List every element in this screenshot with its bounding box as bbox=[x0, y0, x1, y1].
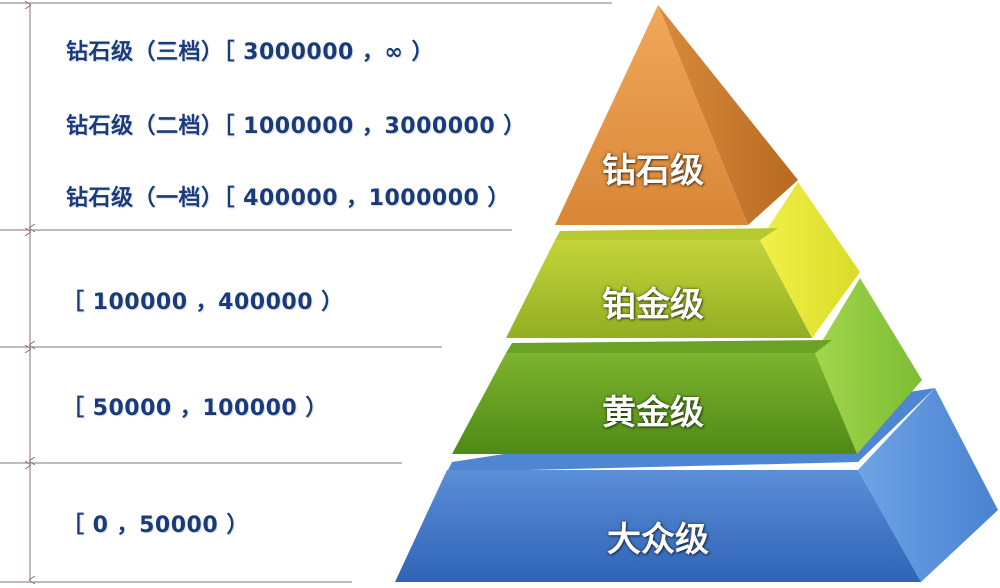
tier-label-dazhong: 大众级 bbox=[607, 520, 709, 560]
tier-block-zuanshi bbox=[555, 5, 798, 225]
tier-huangjin-side bbox=[815, 278, 922, 454]
tier-dazhong-side bbox=[858, 388, 998, 582]
range-huangjin: ［ 50000 ，100000 ） bbox=[62, 396, 328, 421]
range-bojin: ［ 100000 ，400000 ） bbox=[62, 290, 344, 315]
range-dazhong: ［ 0 ，50000 ） bbox=[62, 513, 249, 538]
range-zuanshi-level3: 钻石级（三档）［ 3000000 ，∞ ） bbox=[66, 40, 434, 65]
tier-zuanshi-side bbox=[658, 5, 798, 225]
tier-bojin-side bbox=[760, 182, 860, 338]
tier-label-bojin: 铂金级 bbox=[602, 285, 704, 325]
tier-block-bojin bbox=[506, 182, 860, 338]
tier-bojin-top-edge bbox=[555, 228, 778, 240]
tier-label-zuanshi: 钻石级 bbox=[602, 151, 704, 191]
tier-zuanshi-front bbox=[555, 5, 748, 225]
tier-label-huangjin: 黄金级 bbox=[602, 393, 704, 433]
tier-huangjin-top-edge bbox=[506, 340, 832, 353]
range-zuanshi-level1: 钻石级（一档）［ 400000 ，1000000 ） bbox=[66, 186, 510, 211]
tier-block-huangjin bbox=[452, 278, 922, 454]
tier-bojin-front bbox=[506, 240, 812, 338]
tier-huangjin-front bbox=[452, 353, 857, 454]
tier-dazhong-front bbox=[395, 470, 921, 582]
range-zuanshi-level2: 钻石级（二档）［ 1000000 ，3000000 ） bbox=[66, 114, 526, 139]
